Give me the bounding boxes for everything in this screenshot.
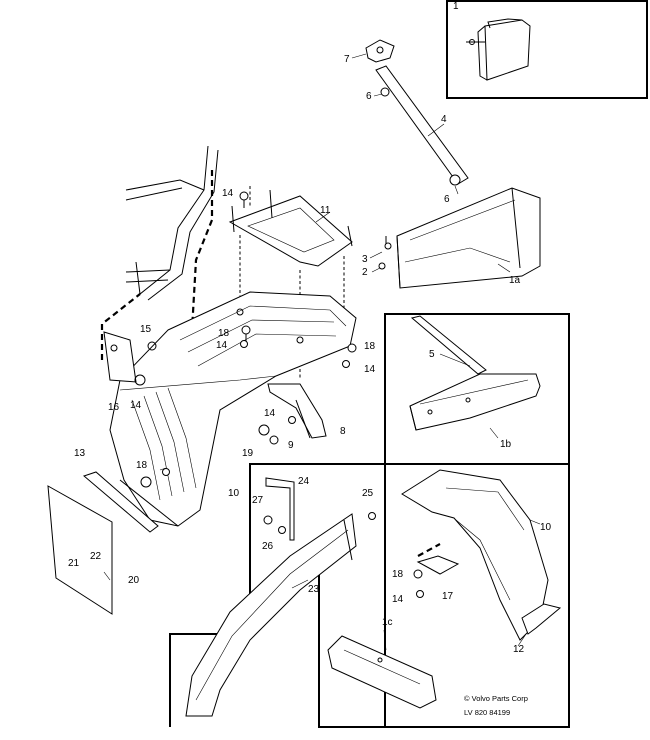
fender-part-10 — [109, 291, 357, 527]
callout-6-upper: 6 — [366, 91, 372, 102]
callout-24: 24 — [298, 476, 310, 487]
callout-14-a: 14 — [222, 188, 234, 199]
cab-frame — [100, 145, 219, 360]
support-stay-part-4 — [365, 39, 469, 186]
callout-18-b: 18 — [364, 341, 376, 352]
callout-27: 27 — [252, 495, 264, 506]
callout-1a: 1a — [509, 275, 521, 286]
callout-labels: 1 1a 1b 1c 2 3 4 5 6 6 7 8 9 10 10 11 12… — [68, 1, 552, 655]
box-part-1c — [327, 635, 437, 709]
mudflap-part-20 — [47, 485, 113, 615]
inset-box-top-right — [446, 0, 648, 99]
strip-part-13 — [82, 471, 159, 533]
callout-14-b: 14 — [216, 340, 228, 351]
callout-11: 11 — [320, 205, 331, 216]
stay-part-24 — [265, 477, 295, 541]
wheel-arch-part-23 — [185, 513, 357, 717]
box-part-1b — [409, 315, 541, 431]
callout-19: 19 — [242, 448, 254, 459]
callout-7: 7 — [344, 54, 350, 65]
callout-1c: 1c — [382, 617, 393, 628]
callout-14-f: 14 — [392, 594, 404, 605]
box-part-1a — [378, 187, 541, 289]
inset-box-bottom-right — [318, 463, 570, 728]
callout-1: 1 — [453, 1, 459, 12]
bracket-part-16 — [103, 331, 157, 386]
callout-12: 12 — [513, 644, 525, 655]
callout-22: 22 — [90, 551, 102, 562]
bracket-part-11 — [228, 186, 353, 380]
callout-18-c: 18 — [136, 460, 148, 471]
callout-25: 25 — [362, 488, 374, 499]
callout-13: 13 — [74, 448, 86, 459]
inset-box-bottom-center — [169, 463, 386, 727]
callout-1b: 1b — [500, 439, 512, 450]
callout-2: 2 — [362, 267, 368, 278]
callout-16: 16 — [108, 402, 120, 413]
inset-frames — [169, 0, 648, 728]
plate-part-17 — [416, 543, 460, 575]
callout-18-a: 18 — [218, 328, 230, 339]
bracket-part-8 — [267, 383, 327, 439]
callout-14-c: 14 — [364, 364, 376, 375]
fasteners — [76, 191, 424, 598]
callout-5: 5 — [429, 349, 435, 360]
callout-10-main: 10 — [228, 488, 240, 499]
step-part-12 — [521, 603, 562, 635]
callout-20: 20 — [128, 575, 140, 586]
callout-8: 8 — [340, 426, 346, 437]
callout-15: 15 — [140, 324, 152, 335]
leader-lines — [103, 53, 541, 651]
drawing-reference: LV 820 84199 — [464, 708, 510, 717]
callout-10-inset: 10 — [540, 522, 552, 533]
callout-6-lower: 6 — [444, 194, 450, 205]
callout-14-e: 14 — [264, 408, 276, 419]
callout-17: 17 — [442, 591, 454, 602]
callout-18-d: 18 — [392, 569, 404, 580]
callout-23: 23 — [308, 584, 320, 595]
callout-14-d: 14 — [130, 400, 142, 411]
fender-part-10-inset — [401, 469, 549, 641]
callout-26: 26 — [262, 541, 274, 552]
callout-4: 4 — [441, 114, 447, 125]
callout-9: 9 — [288, 440, 294, 451]
callout-21: 21 — [68, 558, 80, 569]
bracket-part-1 — [466, 18, 531, 81]
footer: © Volvo Parts Corp LV 820 84199 — [464, 694, 528, 717]
copyright-text: © Volvo Parts Corp — [464, 694, 528, 703]
callout-3: 3 — [362, 254, 368, 265]
